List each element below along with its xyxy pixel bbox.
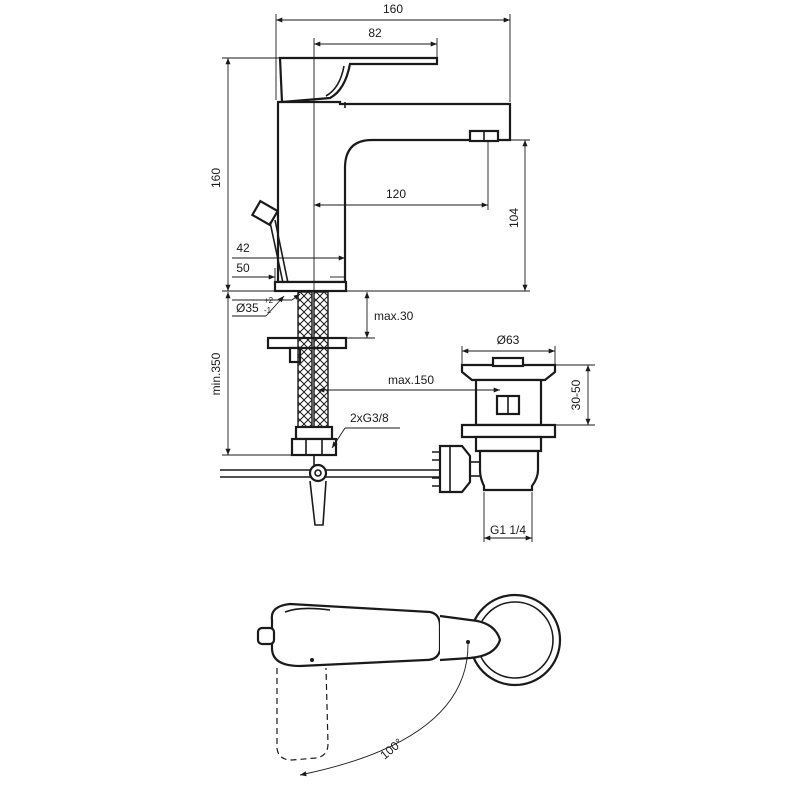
label-waste-thread: G1 1/4 bbox=[490, 523, 526, 537]
label-hole-tolerance-upper: +2 bbox=[264, 296, 274, 305]
label-hole-tolerance-lower: -1 bbox=[264, 306, 272, 315]
label-base-50: 50 bbox=[236, 261, 250, 275]
label-spout-height: 104 bbox=[507, 208, 521, 228]
faucet-body bbox=[276, 100, 512, 284]
faucet-base bbox=[273, 280, 348, 293]
label-total-width: 160 bbox=[383, 2, 403, 16]
label-min-hose: min.350 bbox=[209, 352, 223, 395]
hose-connector bbox=[290, 425, 338, 457]
faucet-top-view bbox=[256, 593, 562, 777]
popup-lift-rod bbox=[250, 199, 289, 284]
label-handle-width: 82 bbox=[368, 26, 382, 40]
label-hose-thread: 2xG3/8 bbox=[350, 411, 389, 425]
overflow-connector bbox=[432, 444, 480, 494]
waste-assembly bbox=[432, 356, 557, 494]
top-view-rotated-handle bbox=[276, 667, 329, 761]
label-waste-range: 30-50 bbox=[569, 379, 583, 410]
label-spout-reach: 120 bbox=[386, 187, 406, 201]
label-base-42: 42 bbox=[236, 241, 250, 255]
faucet-side-view bbox=[220, 56, 512, 526]
label-hole-diameter: Ø35 bbox=[236, 301, 259, 315]
label-waste-diameter: Ø63 bbox=[497, 333, 520, 347]
dimension-lines bbox=[222, 14, 595, 542]
dimension-labels: 160 82 160 120 104 42 50 Ø35 +2 -1 max.3… bbox=[209, 2, 583, 762]
rotation-arc bbox=[299, 641, 469, 777]
label-total-height: 160 bbox=[209, 168, 223, 188]
label-rod-length: max.150 bbox=[388, 373, 434, 387]
waste-flange bbox=[460, 363, 557, 382]
braided-hoses bbox=[297, 291, 329, 428]
faucet-handle bbox=[278, 56, 439, 104]
top-view-handle bbox=[270, 602, 442, 668]
label-rotation-angle: 100° bbox=[377, 735, 405, 762]
label-max-thickness: max.30 bbox=[374, 309, 414, 323]
